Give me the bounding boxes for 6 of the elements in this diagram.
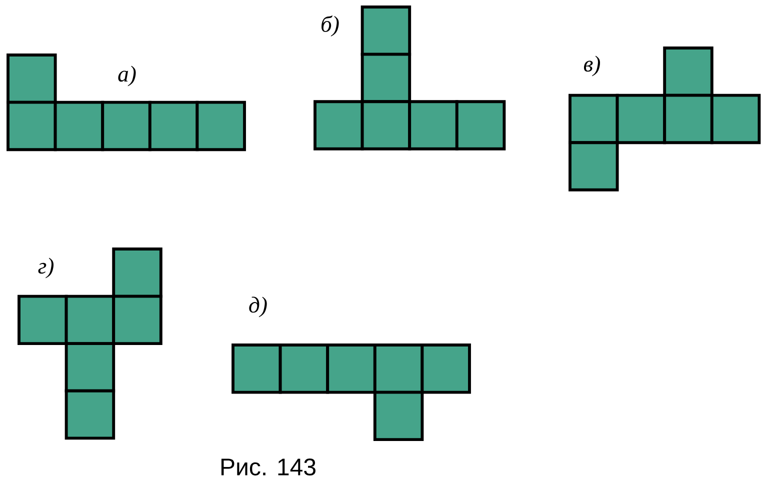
figure-label: а) [118, 66, 136, 86]
figure-label: г) [38, 258, 54, 278]
caption: Рис. 143 [221, 458, 316, 476]
figure-label: д) [249, 296, 267, 318]
figure-label: в) [584, 56, 600, 76]
figure-label: б) [322, 15, 339, 37]
